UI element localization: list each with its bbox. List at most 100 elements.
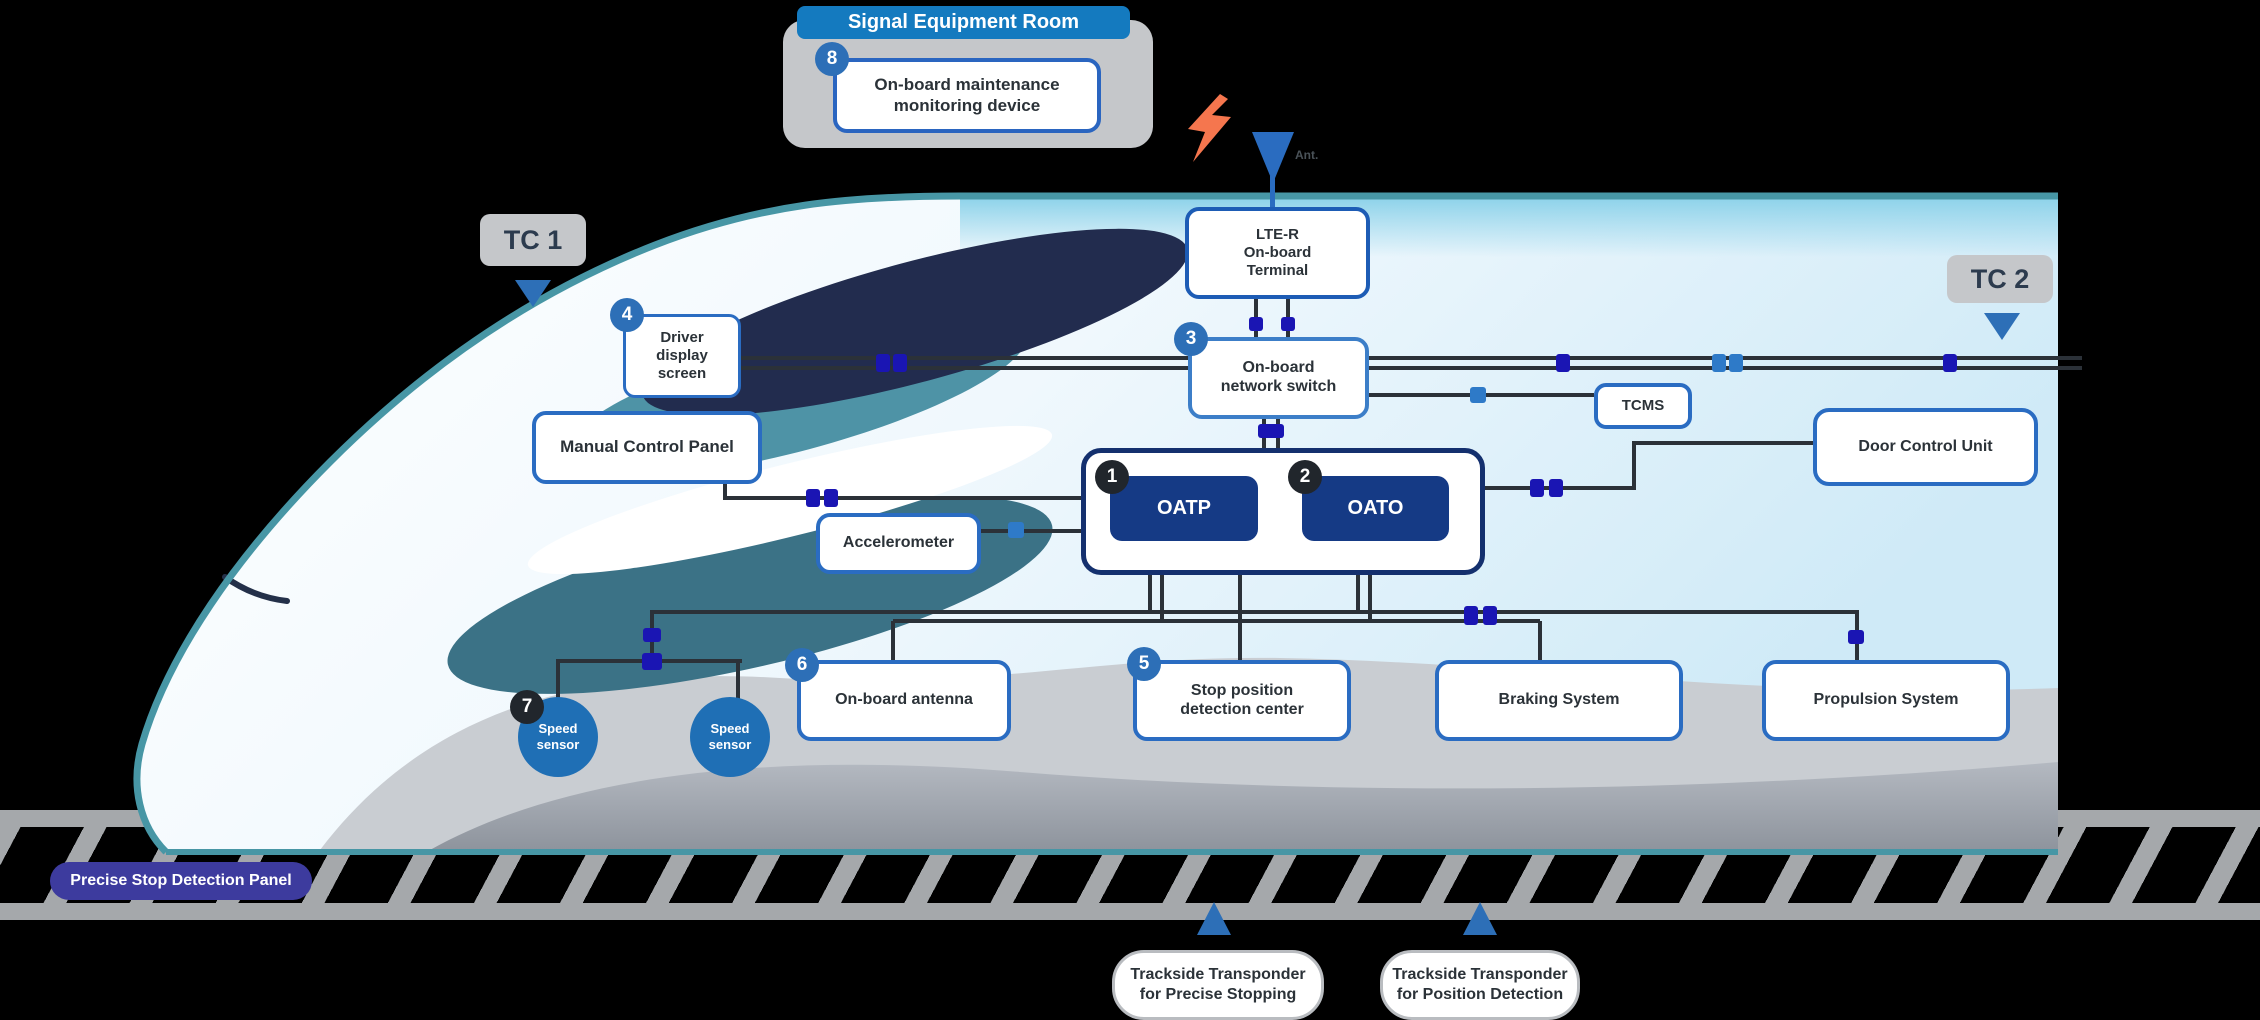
wire-speed-right — [736, 661, 740, 699]
oato-chip: OATO — [1302, 476, 1449, 541]
wire-accelerometer — [973, 529, 1081, 533]
number-badge-3: 3 — [1174, 322, 1208, 356]
braking-system-box: Braking System — [1435, 660, 1683, 741]
precise-stop-detection-panel: Precise Stop Detection Panel — [50, 862, 312, 900]
on-board-antenna-box: On-board antenna — [797, 660, 1011, 741]
lte-r-terminal-label: LTE-R On-board Terminal — [1243, 226, 1312, 279]
tc2-badge: TC 2 — [1947, 255, 2053, 303]
wire-antenna-drop — [891, 621, 895, 663]
number-badge-4: 4 — [610, 298, 644, 332]
tc1-badge: TC 1 — [480, 214, 586, 266]
main-bus-line-upper — [735, 356, 2082, 360]
connector-propulsion — [1848, 630, 1864, 644]
on-board-antenna-label: On-board antenna — [835, 691, 973, 709]
maintenance-monitoring-device-box: On-board maintenance monitoring device — [833, 58, 1101, 133]
network-switch-box: On-board network switch — [1188, 337, 1369, 419]
trackside-transponder-position-pill: Trackside Transponder for Position Detec… — [1380, 950, 1580, 1020]
maintenance-monitoring-device-label: On-board maintenance monitoring device — [874, 75, 1060, 115]
number-4-text: 4 — [621, 304, 633, 325]
tc1-pointer-icon — [515, 280, 551, 307]
connector-bus-4 — [1943, 354, 1957, 372]
number-badge-6: 6 — [785, 648, 819, 682]
speed-sensor-2: Speed sensor — [690, 697, 770, 777]
roof-antenna-stem — [1270, 176, 1275, 210]
manual-control-panel-label: Manual Control Panel — [560, 437, 734, 457]
connector-bus-2 — [1556, 354, 1570, 372]
number-8-text: 8 — [826, 48, 838, 69]
wire-braking-drop — [1538, 621, 1542, 663]
connector-tcms — [1470, 387, 1486, 403]
driver-display-box: Driver display screen — [623, 314, 741, 398]
signal-room-header: Signal Equipment Room — [797, 6, 1130, 39]
speed-sensor-1: Speed sensor — [518, 697, 598, 777]
door-control-unit-label: Door Control Unit — [1858, 437, 1993, 455]
braking-system-label: Braking System — [1498, 691, 1620, 709]
accelerometer-label: Accelerometer — [842, 534, 955, 552]
precise-stop-detection-panel-label: Precise Stop Detection Panel — [70, 872, 292, 889]
connector-lte-a — [1249, 317, 1263, 331]
transponder-marker-2-icon — [1463, 902, 1497, 935]
network-switch-label: On-board network switch — [1220, 359, 1337, 395]
lower-bus-upper — [650, 610, 1859, 614]
main-bus-line-lower — [735, 366, 2082, 370]
connector-mcp-b — [824, 489, 838, 507]
number-3-text: 3 — [1185, 328, 1197, 349]
stop-position-center-label: Stop position detection center — [1180, 681, 1304, 718]
roof-antenna-icon — [1252, 132, 1294, 183]
oato-label: OATO — [1347, 497, 1404, 519]
number-7-text: 7 — [521, 696, 533, 717]
wire-speed-left — [556, 661, 560, 699]
propulsion-system-label: Propulsion System — [1813, 691, 1959, 709]
speed-sensor-2-label: Speed sensor — [708, 721, 752, 752]
tcms-label: TCMS — [1621, 397, 1665, 415]
connector-bus-3b — [1729, 354, 1743, 372]
connector-dcu-a — [1530, 479, 1544, 497]
number-badge-7: 7 — [510, 690, 544, 724]
driver-display-label: Driver display screen — [656, 329, 708, 382]
wire-container-dcu-h2 — [1632, 441, 1813, 445]
number-badge-8: 8 — [815, 42, 849, 76]
tcms-box: TCMS — [1594, 383, 1692, 429]
track-bottom-rail — [0, 903, 2260, 920]
wire-container-dcu-v — [1632, 441, 1636, 490]
wire-lte-switch-right — [1286, 292, 1290, 337]
wire-mcp-h — [723, 496, 1081, 500]
number-badge-1: 1 — [1095, 460, 1129, 494]
wire-mcp-v — [723, 476, 727, 500]
connector-bus-1b — [893, 354, 907, 372]
oatp-oato-container: OATP OATO — [1081, 448, 1485, 575]
tc2-label: TC 2 — [1970, 263, 2030, 294]
connector-braking-b — [1483, 606, 1497, 625]
propulsion-system-box: Propulsion System — [1762, 660, 2010, 741]
connector-speed-a — [643, 628, 661, 642]
wire-container-down-r1 — [1356, 565, 1360, 614]
connector-bus-1a — [876, 354, 890, 372]
tc2-pointer-icon — [1984, 313, 2020, 340]
connector-accelerometer — [1008, 522, 1024, 538]
wire-container-down-r2 — [1368, 565, 1372, 623]
train-outline-top — [133, 192, 2058, 855]
connector-switch-container — [1258, 424, 1284, 438]
trackside-transponder-position-label: Trackside Transponder for Position Detec… — [1392, 966, 1568, 1003]
train-nose-white-streak — [527, 425, 1053, 575]
accelerometer-box: Accelerometer — [816, 513, 981, 574]
number-6-text: 6 — [796, 654, 808, 675]
connector-speed-b — [642, 653, 662, 670]
signal-room-title: Signal Equipment Room — [847, 11, 1080, 33]
wire-lte-switch-left — [1254, 292, 1258, 337]
manual-control-panel-box: Manual Control Panel — [532, 411, 762, 484]
number-1-text: 1 — [1106, 466, 1118, 487]
lower-bus-lower — [893, 619, 1540, 623]
wire-container-stopbox — [1238, 565, 1242, 663]
trackside-transponder-precise-label: Trackside Transponder for Precise Stoppi… — [1130, 966, 1306, 1003]
connector-lte-b — [1281, 317, 1295, 331]
lightning-bolt-icon — [1188, 94, 1231, 162]
number-badge-5: 5 — [1127, 647, 1161, 681]
tc1-label: TC 1 — [503, 224, 563, 255]
number-badge-2: 2 — [1288, 460, 1322, 494]
wire-container-down-l2 — [1160, 565, 1164, 623]
connector-bus-3a — [1712, 354, 1726, 372]
wire-container-down-l1 — [1148, 565, 1152, 614]
connector-mcp-a — [806, 489, 820, 507]
